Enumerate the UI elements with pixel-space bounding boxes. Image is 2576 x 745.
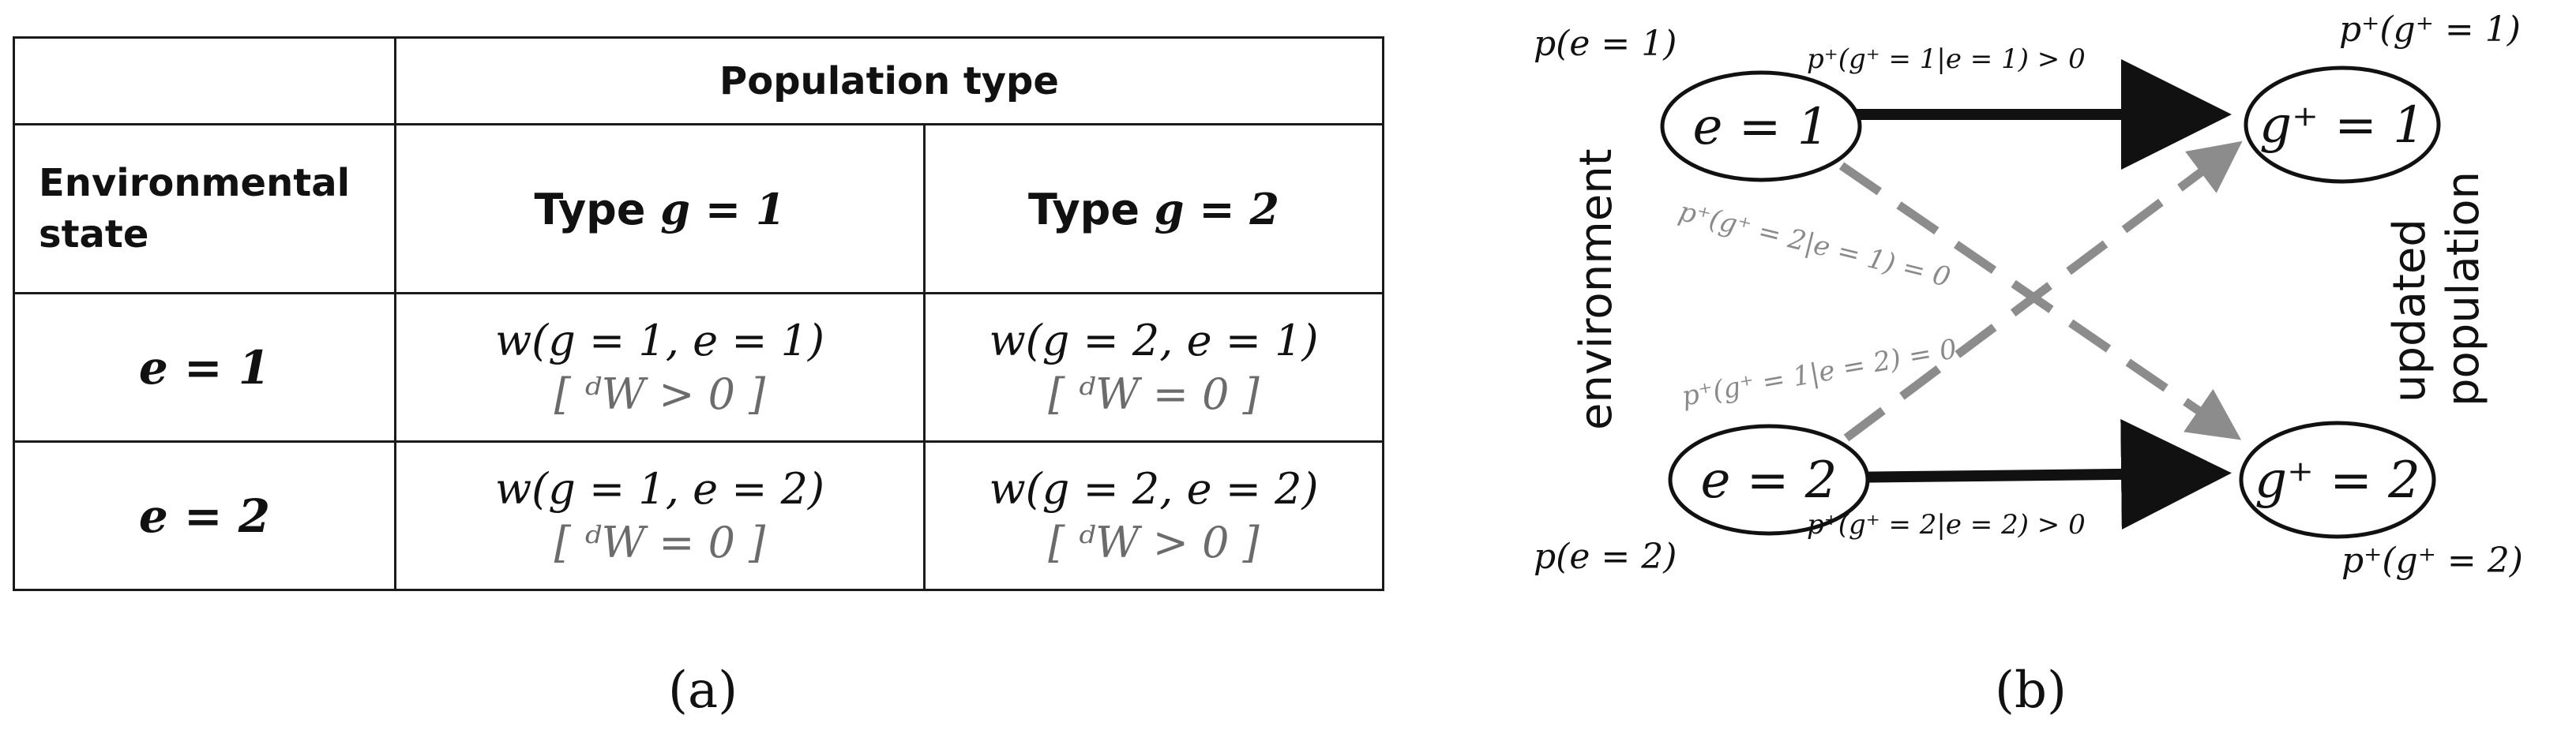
population-type-header: Population type (394, 36, 1384, 125)
type-2-math: g = 2 (1154, 183, 1279, 234)
fitness-cell: w(g = 2, e = 2) [ ᵈW > 0 ] (923, 440, 1384, 591)
fitness-cell: w(g = 1, e = 1) [ ᵈW > 0 ] (394, 292, 926, 443)
environmental-state-header-line1: Environmental (39, 160, 351, 205)
node-g2-label: g⁺ = 2 (2255, 451, 2420, 510)
node-e2: e = 2 (1668, 424, 1870, 536)
node-e1: e = 1 (1660, 70, 1862, 182)
table-row: e = 2 w(g = 1, e = 2) [ ᵈW = 0 ] w(g = 2… (13, 440, 1384, 591)
table-subheader-row: Environmental state Type g = 1 Type g = … (13, 123, 1384, 294)
environmental-state-header: Environmental state (13, 123, 396, 294)
transition-e2-g2-label: p⁺(g⁺ = 2|e = 2) > 0 (1807, 509, 2086, 541)
fitness-note: [ ᵈW = 0 ] (554, 517, 766, 567)
table-header-row: Population type (13, 36, 1384, 125)
transition-e2-g1-label: p⁺(g⁺ = 1|e = 2) = 0 (1680, 333, 1959, 413)
fitness-cell: w(g = 2, e = 1) [ ᵈW = 0 ] (923, 292, 1384, 443)
prob-g2-label: p⁺(g⁺ = 2) (2341, 541, 2523, 581)
type-2-header: Type g = 2 (923, 123, 1384, 294)
transition-e1-g1-label: p⁺(g⁺ = 1|e = 1) > 0 (1807, 43, 2086, 75)
fitness-cell: w(g = 1, e = 2) [ ᵈW = 0 ] (394, 440, 926, 591)
dashed-arrow-e2-to-g1 (1843, 140, 2243, 442)
solid-arrow-e2-to-g2 (1839, 418, 2232, 530)
fitness-expression: w(g = 1, e = 2) (494, 464, 825, 514)
population-axis-label: population (2438, 171, 2489, 406)
fitness-expression: w(g = 2, e = 1) (989, 316, 1319, 365)
node-g2: g⁺ = 2 (2239, 421, 2436, 539)
panel-b-caption: (b) (1995, 661, 2067, 720)
prob-e1-label: p(e = 1) (1534, 24, 1677, 64)
state-e2-cell: e = 2 (13, 440, 396, 591)
type-1-prefix: Type (534, 184, 661, 234)
fitness-expression: w(g = 2, e = 2) (989, 464, 1319, 514)
fitness-note: [ ᵈW > 0 ] (1048, 517, 1260, 567)
node-g1-label: g⁺ = 1 (2259, 96, 2425, 155)
state-e1-cell: e = 1 (13, 292, 396, 443)
type-1-math: g = 1 (660, 183, 786, 234)
node-g1: g⁺ = 1 (2244, 66, 2441, 184)
updated-axis-label: updated (2384, 219, 2435, 402)
fitness-note: [ ᵈW = 0 ] (1048, 369, 1260, 419)
type-1-header: Type g = 1 (394, 123, 926, 294)
type-2-prefix: Type (1028, 184, 1155, 234)
environment-axis-label: environment (1571, 148, 1622, 430)
fitness-table-panel: Population type Environmental state Type… (13, 36, 1384, 591)
panel-a-caption: (a) (668, 661, 738, 720)
prob-e2-label: p(e = 2) (1534, 537, 1677, 577)
table-corner-cell (13, 36, 396, 125)
prob-g1-label: p⁺(g⁺ = 1) (2339, 9, 2521, 50)
node-e1-label: e = 1 (1693, 98, 1830, 156)
environmental-state-header-line2: state (39, 212, 149, 256)
table-row: e = 1 w(g = 1, e = 1) [ ᵈW > 0 ] w(g = 2… (13, 292, 1384, 443)
fitness-table: Population type Environmental state Type… (13, 36, 1384, 591)
node-e2-label: e = 2 (1701, 451, 1838, 510)
fitness-note: [ ᵈW > 0 ] (554, 369, 766, 419)
fitness-expression: w(g = 1, e = 1) (494, 316, 825, 365)
